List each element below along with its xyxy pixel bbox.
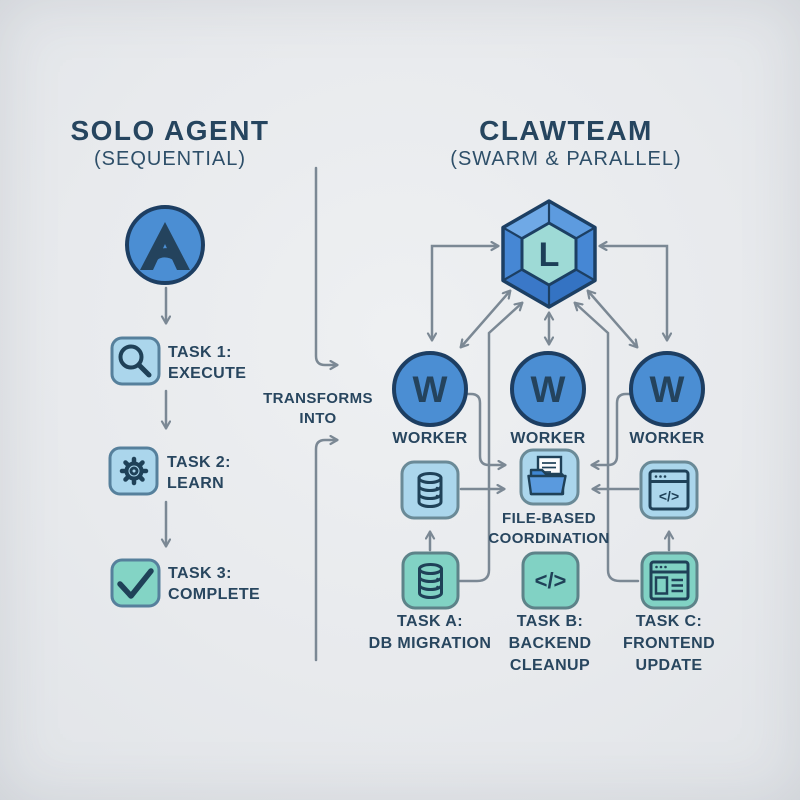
browser-layout-icon xyxy=(649,560,690,601)
taskB-line3: CLEANUP xyxy=(510,657,590,674)
magnifier-icon xyxy=(118,344,152,378)
code-window-glyph: </> xyxy=(659,488,679,504)
code-icon: </> xyxy=(535,568,567,593)
agent-avatar-icon xyxy=(125,205,205,285)
left-task3: TASK 3: COMPLETE xyxy=(110,558,260,608)
arrow-worker3-to-coordination xyxy=(592,392,632,465)
taskC-line3: UPDATE xyxy=(636,657,703,674)
task3-line1: TASK 3: xyxy=(168,565,232,582)
worker2-label: WORKER xyxy=(510,430,585,447)
taskB-line1: TASK B: xyxy=(517,613,584,630)
leader-gem-icon: L xyxy=(501,199,597,309)
coordination-line2: COORDINATION xyxy=(488,530,609,547)
taskB-line2: BACKEND xyxy=(509,635,592,652)
task2-line2: LEARN xyxy=(167,475,224,492)
gear-icon xyxy=(119,456,149,486)
left-task1: TASK 1: EXECUTE xyxy=(110,336,246,386)
coordination-line1: FILE-BASED xyxy=(502,510,596,527)
arrow-leader-worker3-elbow xyxy=(600,246,667,340)
worker3-letter: W xyxy=(650,369,685,410)
arrow-transform-top xyxy=(314,166,337,365)
worker1: W WORKER xyxy=(392,351,468,447)
right-taskA: TASK A: DB MIGRATION xyxy=(369,551,492,652)
right-title: CLAWTEAM xyxy=(479,115,653,146)
arrow-leader-worker3-diag xyxy=(588,291,637,347)
worker2-letter: W xyxy=(531,369,566,410)
taskA-line2: DB MIGRATION xyxy=(369,635,492,652)
right-taskB: </> TASK B: BACKEND CLEANUP xyxy=(509,551,592,674)
right-subtitle: (SWARM & PARALLEL) xyxy=(450,148,681,170)
taskC-line1: TASK C: xyxy=(636,613,703,630)
task1-line2: EXECUTE xyxy=(168,365,246,382)
worker3: W WORKER xyxy=(629,351,705,447)
task2-line1: TASK 2: xyxy=(167,454,231,471)
task3-line2: COMPLETE xyxy=(168,586,260,603)
arrow-worker1-to-coordination xyxy=(465,392,505,465)
transforms-line2: INTO xyxy=(299,410,336,427)
worker3-label: WORKER xyxy=(629,430,704,447)
right-taskC: TASK C: FRONTEND UPDATE xyxy=(623,551,715,674)
taskA-line1: TASK A: xyxy=(397,613,463,630)
left-title: SOLO AGENT xyxy=(70,115,269,146)
worker-avatar-icon xyxy=(392,351,468,427)
arrow-taskC-to-leader xyxy=(575,303,640,583)
worker-avatar-icon xyxy=(629,351,705,427)
coordination-node: FILE-BASED COORDINATION xyxy=(488,448,609,547)
transforms-line1: TRANSFORMS xyxy=(263,390,373,407)
taskC-line2: FRONTEND xyxy=(623,635,715,652)
check-icon xyxy=(117,568,154,599)
task1-line1: TASK 1: xyxy=(168,344,232,361)
database-staging-icon xyxy=(400,460,460,520)
worker1-letter: W xyxy=(413,369,448,410)
worker-avatar-icon xyxy=(510,351,586,427)
left-subtitle: (SEQUENTIAL) xyxy=(94,148,246,170)
leader-letter: L xyxy=(539,236,560,274)
arrow-leader-worker1-elbow xyxy=(432,246,498,340)
transforms-divider: TRANSFORMS INTO xyxy=(263,166,373,662)
left-task2: TASK 2: LEARN xyxy=(108,446,231,496)
swarm-connectors xyxy=(430,246,669,583)
code-window-icon: </> xyxy=(639,460,699,520)
arrow-leader-worker1-diag xyxy=(461,291,510,347)
folder-file-icon xyxy=(527,455,567,496)
database-icon xyxy=(418,563,443,599)
worker1-label: WORKER xyxy=(392,430,467,447)
arrow-taskA-to-leader xyxy=(458,303,522,583)
arrow-transform-bottom xyxy=(314,440,337,662)
solo-agent-panel: SOLO AGENT (SEQUENTIAL) TASK 1: EXECUTE xyxy=(70,115,269,608)
worker2: W WORKER xyxy=(510,351,586,447)
clawteam-panel: CLAWTEAM (SWARM & PARALLEL) xyxy=(369,115,715,674)
